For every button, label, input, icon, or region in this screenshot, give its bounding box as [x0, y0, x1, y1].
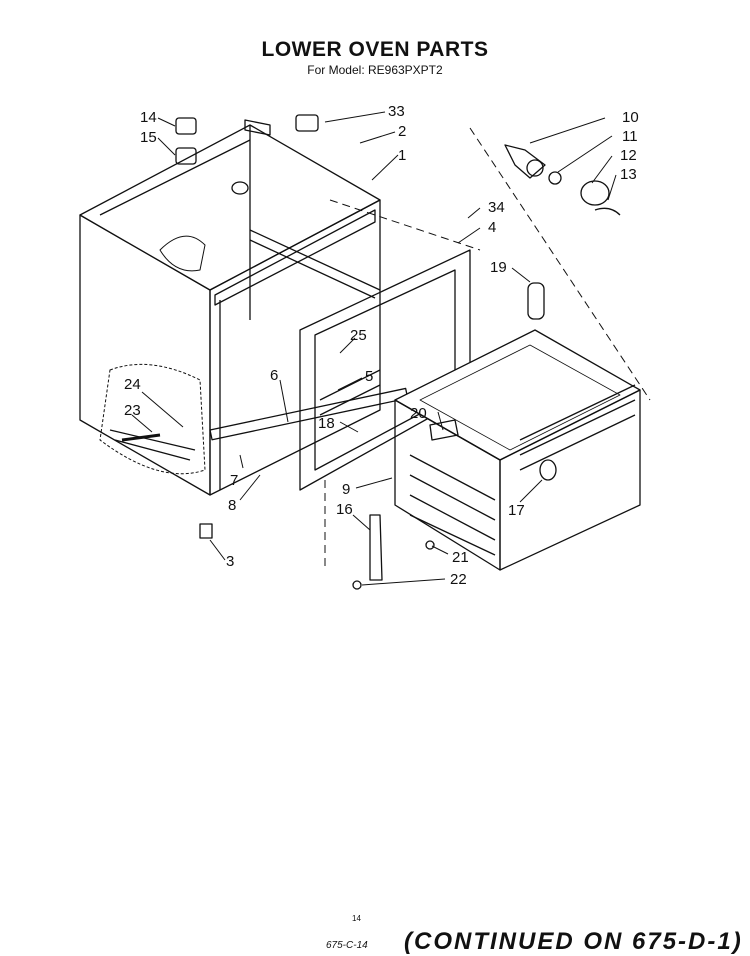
part-19-cylinder — [527, 282, 545, 320]
oven-cavity — [394, 329, 641, 571]
part-15-block — [175, 147, 197, 165]
callout-8: 8 — [228, 497, 236, 514]
callout-5: 5 — [365, 368, 373, 385]
page-title: LOWER OVEN PARTS — [261, 38, 489, 61]
callout-12: 12 — [620, 147, 637, 164]
callout-1: 1 — [398, 147, 406, 164]
callout-33: 33 — [388, 103, 405, 120]
callout-21: 21 — [452, 549, 469, 566]
callout-11: 11 — [622, 128, 638, 145]
part-3-screw — [199, 523, 213, 539]
callout-7: 7 — [230, 472, 238, 489]
part-14-block — [175, 117, 197, 135]
callout-10: 10 — [622, 109, 639, 126]
page-mark: 14 — [352, 914, 361, 923]
continued-note: (CONTINUED ON 675-D-1) — [404, 928, 743, 955]
callout-2: 2 — [398, 123, 406, 140]
callout-34: 34 — [488, 199, 505, 216]
callout-6: 6 — [270, 367, 278, 384]
callout-4: 4 — [488, 219, 496, 236]
callout-25: 25 — [350, 327, 367, 344]
footer-page-code: 675-C-14 — [326, 940, 368, 951]
light-assembly — [504, 144, 621, 216]
callout-3: 3 — [226, 553, 234, 570]
part-22-screw — [352, 580, 362, 590]
callout-20: 20 — [410, 405, 427, 422]
part-21-screw — [425, 540, 435, 550]
callout-13: 13 — [620, 166, 637, 183]
part-33-clip — [295, 114, 319, 132]
part-23-spring — [121, 433, 161, 442]
outer-cabinet — [79, 119, 409, 496]
front-frame — [299, 249, 471, 491]
part-16-bracket — [369, 514, 383, 581]
callout-19: 19 — [490, 259, 507, 276]
callout-24: 24 — [124, 376, 141, 393]
callout-23: 23 — [124, 402, 141, 419]
callout-22: 22 — [450, 571, 467, 588]
model-subtitle: For Model: RE963PXPT2 — [307, 63, 443, 77]
callout-18: 18 — [318, 415, 335, 432]
callout-15: 15 — [140, 129, 157, 146]
callout-17: 17 — [508, 502, 525, 519]
callout-9: 9 — [342, 481, 350, 498]
callout-16: 16 — [336, 501, 353, 518]
callout-14: 14 — [140, 109, 157, 126]
